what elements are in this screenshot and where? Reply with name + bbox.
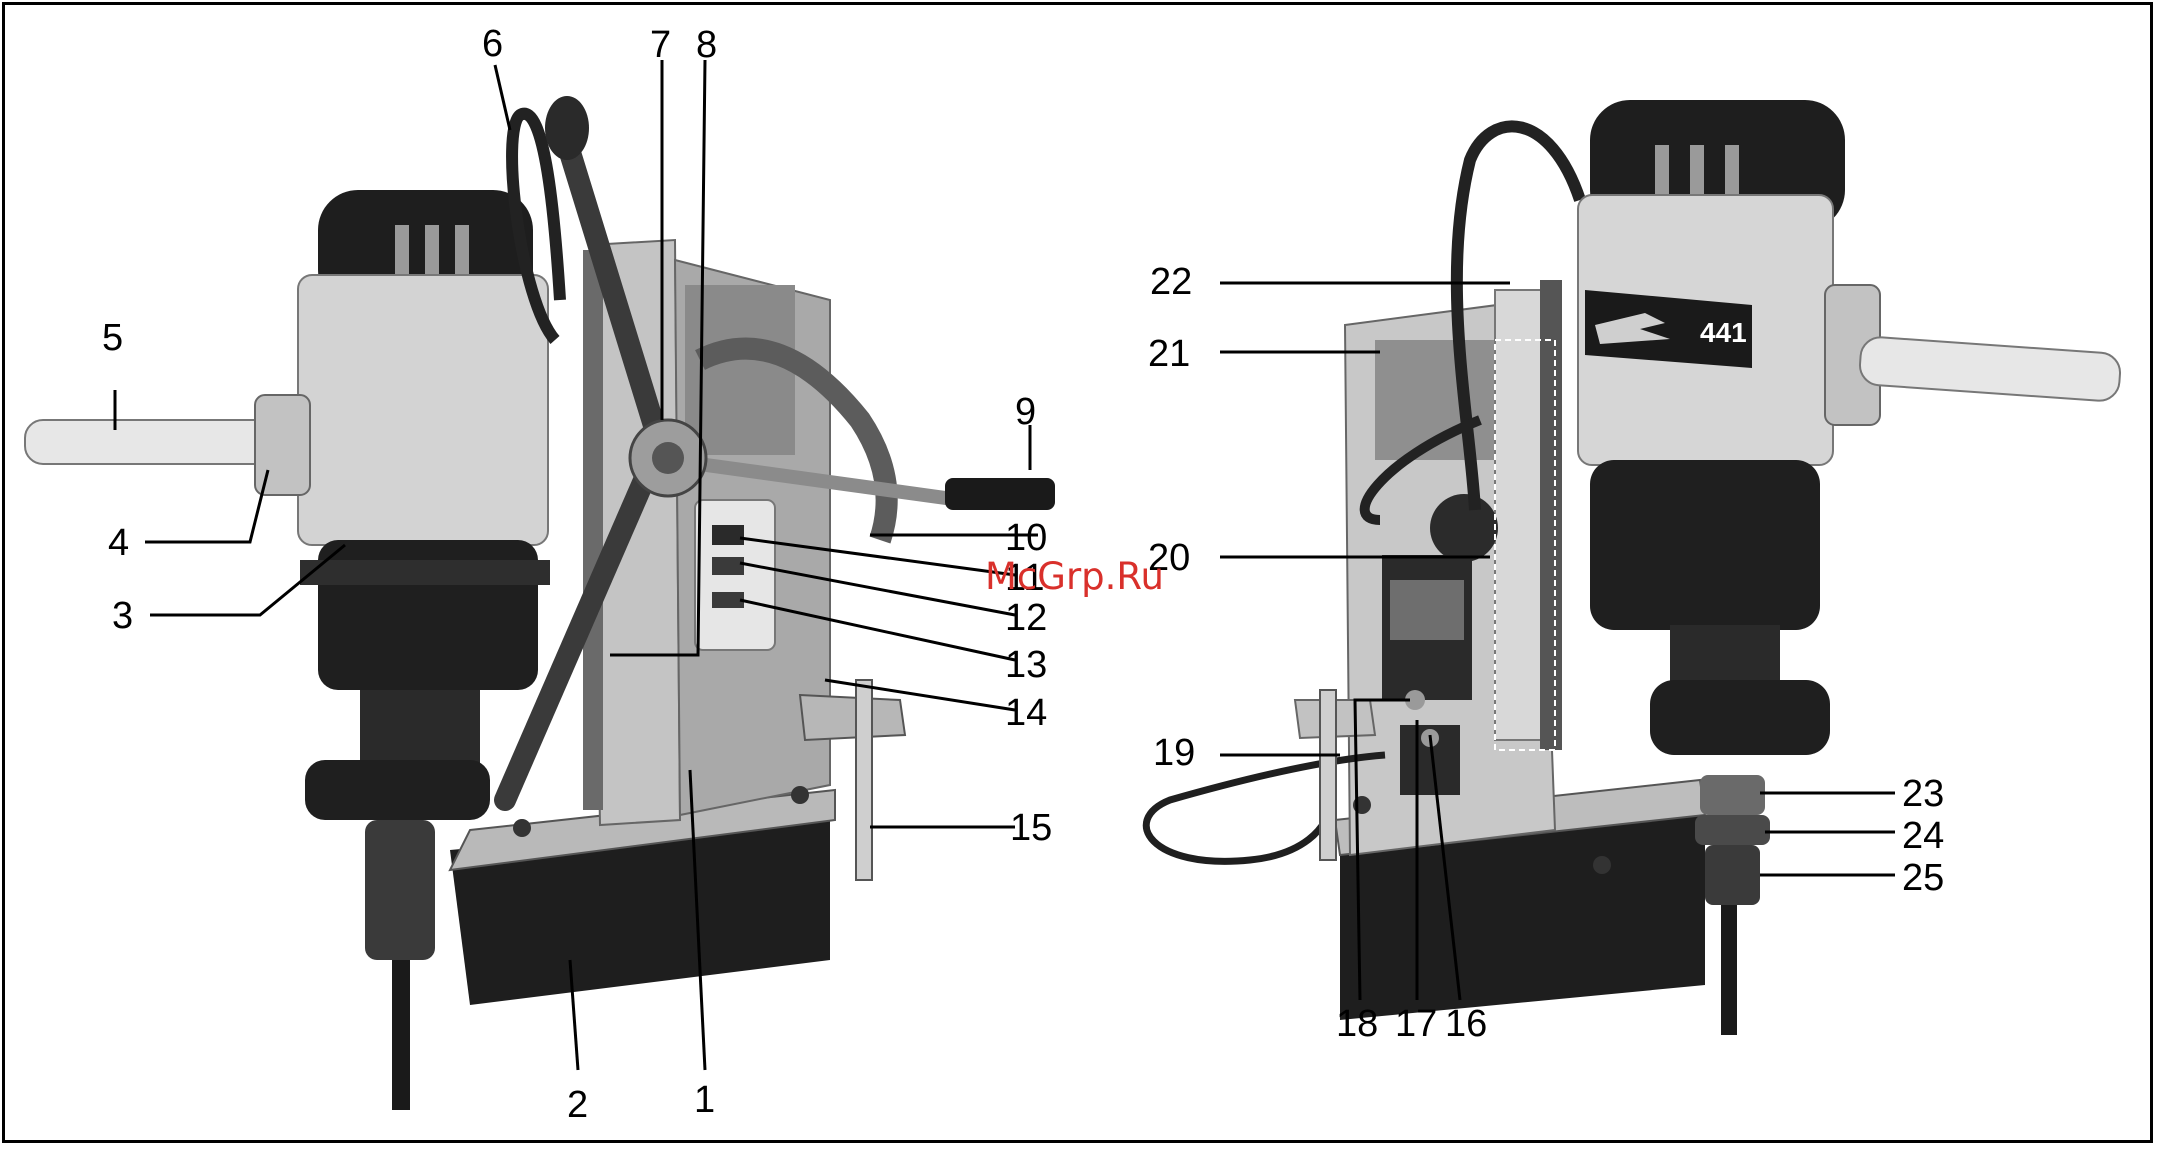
left-handle-flange xyxy=(255,395,310,495)
callout-24: 24 xyxy=(1902,815,1944,857)
leader-4 xyxy=(145,470,268,542)
callout-12: 12 xyxy=(1005,597,1047,639)
callout-13: 13 xyxy=(1005,644,1047,686)
right-drill-bit xyxy=(1721,905,1737,1035)
right-spindle-flange xyxy=(1650,680,1830,755)
left-base-screw-1 xyxy=(513,819,531,837)
left-switch-label xyxy=(712,525,744,545)
callout-21: 21 xyxy=(1148,333,1190,375)
left-switch-button-2 xyxy=(712,592,744,608)
callout-22: 22 xyxy=(1150,261,1192,303)
left-gearbox-band xyxy=(300,560,550,585)
left-spindle xyxy=(360,690,480,770)
left-chuck xyxy=(365,820,435,960)
callout-15: 15 xyxy=(1010,807,1052,849)
right-gear-cover xyxy=(1430,494,1498,562)
callout-1: 1 xyxy=(694,1079,715,1121)
callout-19: 19 xyxy=(1153,732,1195,774)
callout-17: 17 xyxy=(1395,1003,1437,1045)
left-clamp-bracket xyxy=(800,695,905,740)
right-brand-model: 441 xyxy=(1700,317,1747,348)
right-drill-illustration: 441 xyxy=(1146,100,2121,1035)
callout-6: 6 xyxy=(482,23,503,65)
left-capstan-grip xyxy=(945,478,1055,510)
left-base-screw-2 xyxy=(791,786,809,804)
left-capstan-hub-center xyxy=(652,442,684,474)
callout-9: 9 xyxy=(1015,391,1036,433)
right-chuck-jaw xyxy=(1705,845,1760,905)
callout-10: 10 xyxy=(1005,517,1047,559)
callout-18: 18 xyxy=(1336,1003,1378,1045)
right-chuck-ring xyxy=(1695,815,1770,845)
right-chuck-sleeve xyxy=(1700,775,1765,815)
callout-14: 14 xyxy=(1005,692,1047,734)
right-base-screw-2 xyxy=(1593,856,1611,874)
right-gearbox xyxy=(1590,460,1820,630)
left-spindle-flange xyxy=(305,760,490,820)
callout-3: 3 xyxy=(112,595,133,637)
left-side-handle xyxy=(25,420,275,464)
callout-25: 25 xyxy=(1902,857,1944,899)
left-switch-button-1 xyxy=(712,557,744,575)
leader-6 xyxy=(495,65,510,130)
callout-23: 23 xyxy=(1902,773,1944,815)
right-side-handle xyxy=(1859,336,2122,402)
left-motor-housing xyxy=(298,275,548,545)
left-capstan-knob-top xyxy=(545,96,589,160)
watermark-text: McGrp.Ru xyxy=(985,555,1164,598)
left-drill-bit xyxy=(392,960,410,1110)
right-rack xyxy=(1540,280,1562,750)
callout-7: 7 xyxy=(650,24,671,66)
left-clamp-rod xyxy=(856,680,872,880)
right-nameplate-text xyxy=(1390,580,1464,640)
left-rack xyxy=(583,250,603,810)
left-drill-illustration xyxy=(25,96,1055,1110)
callout-16: 16 xyxy=(1445,1003,1487,1045)
callout-2: 2 xyxy=(567,1084,588,1126)
callout-8: 8 xyxy=(696,24,717,66)
callout-4: 4 xyxy=(108,522,129,564)
right-clamp-rod xyxy=(1320,690,1336,860)
callout-5: 5 xyxy=(102,317,123,359)
